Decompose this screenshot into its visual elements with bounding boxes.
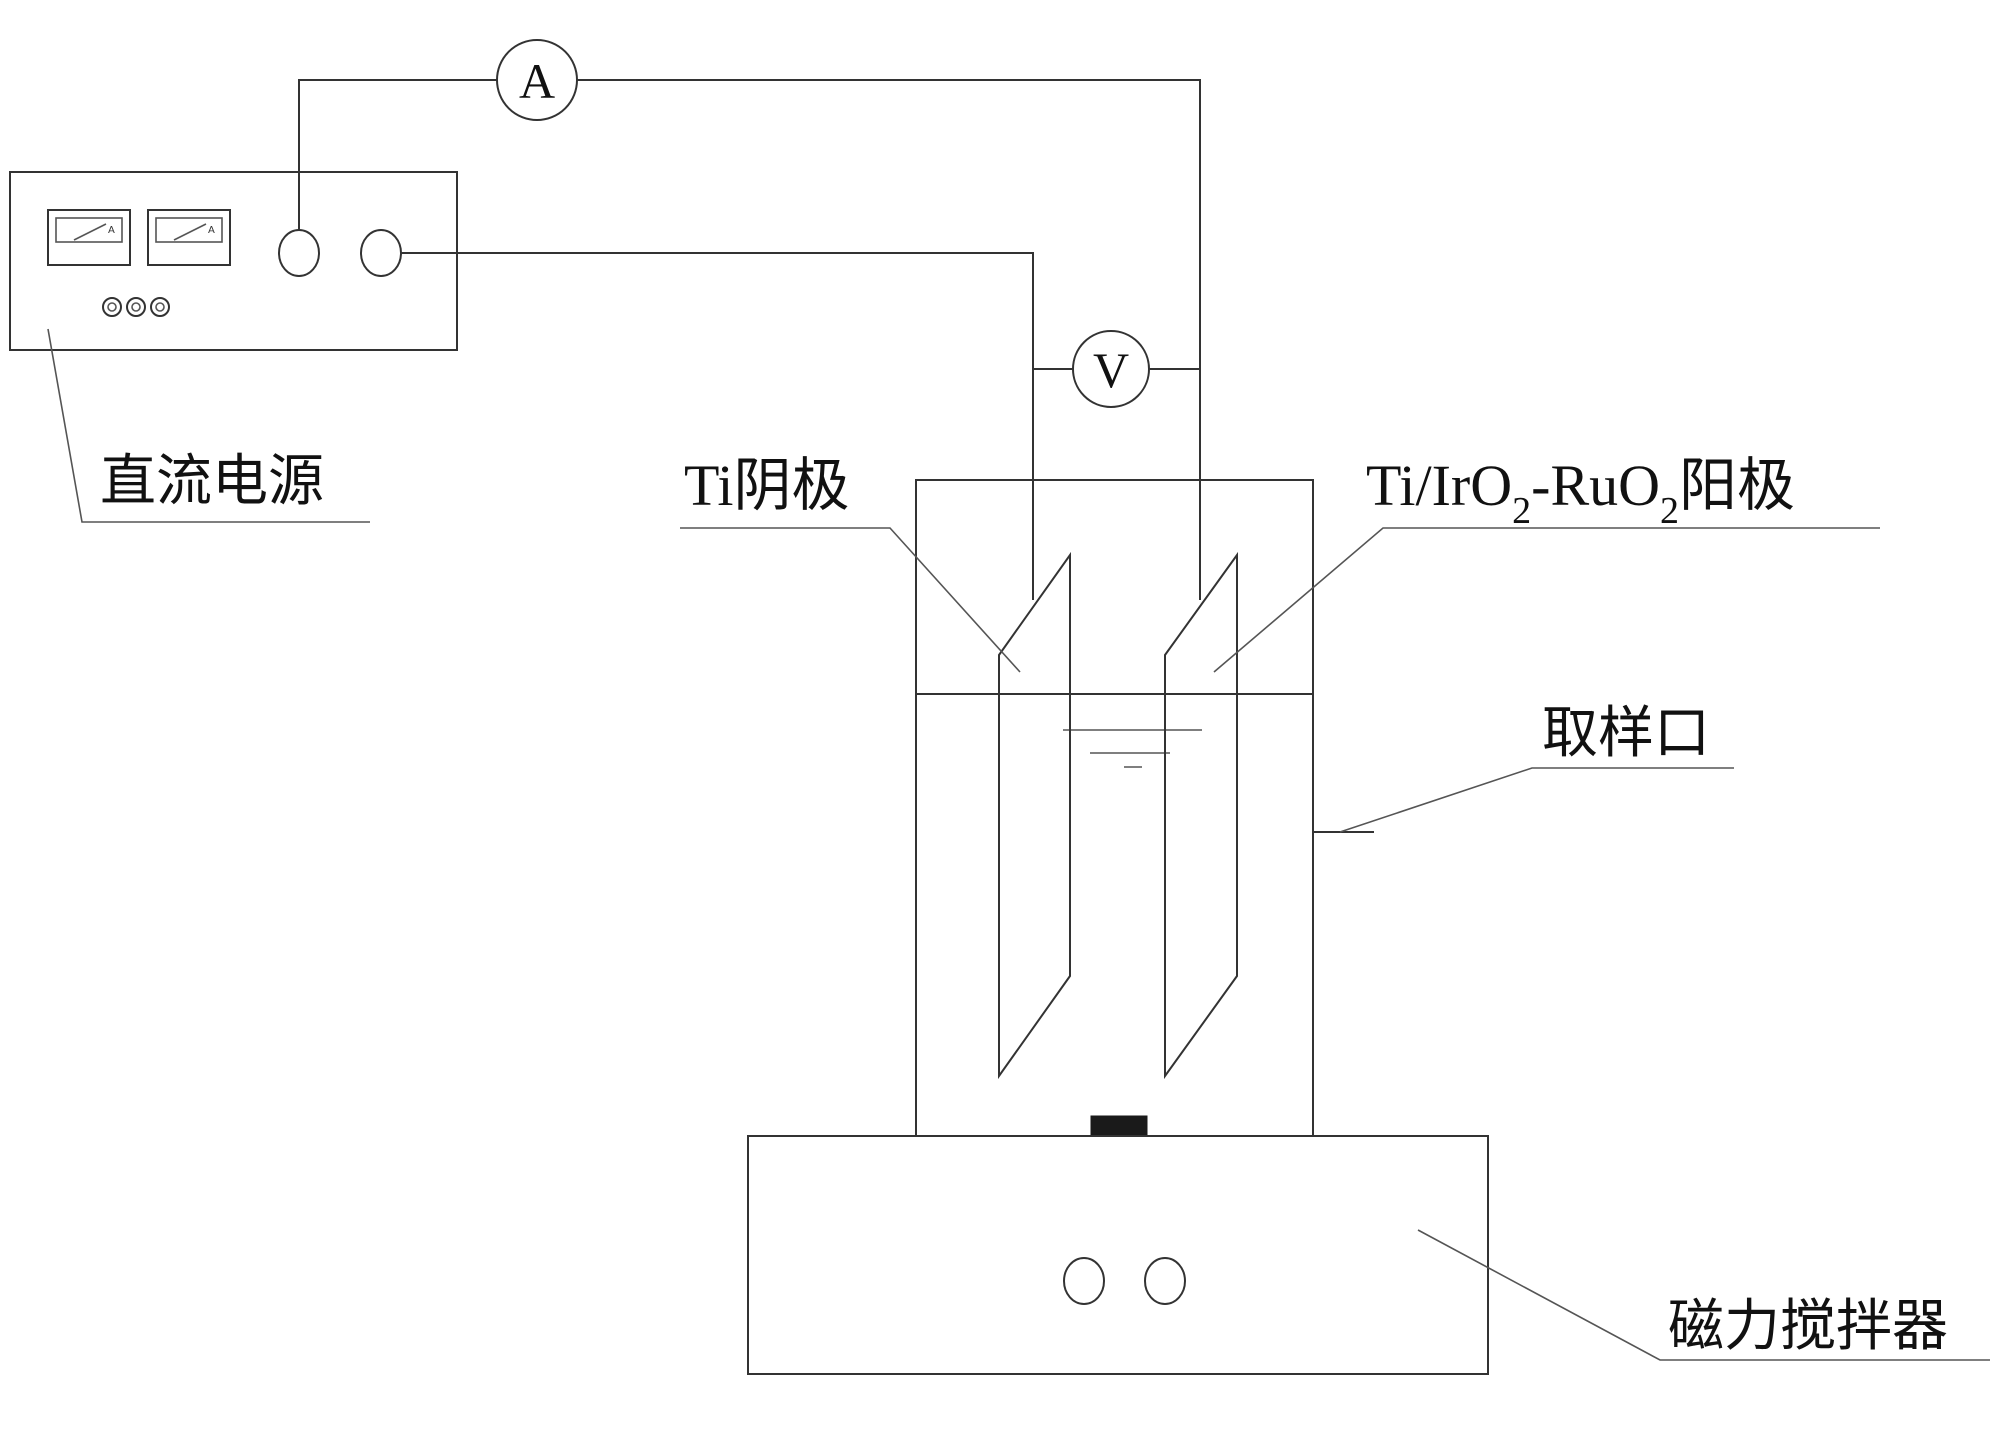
power-supply-body	[9, 171, 458, 351]
voltmeter-symbol: V	[1093, 342, 1129, 398]
leader-sampling-port	[1339, 767, 1734, 833]
wire-ammeter-to-anode	[577, 79, 1201, 600]
label-magnetic-stirrer: 磁力搅拌器	[1668, 1294, 1948, 1359]
leader-lines	[47, 328, 1990, 1361]
stirrer-base	[747, 1135, 1489, 1375]
leader-anode	[1213, 527, 1880, 673]
electrolytic-cell	[915, 479, 1374, 1137]
terminal-positive	[278, 229, 320, 277]
label-anode: Ti/IrO2-RuO2阳极	[1366, 453, 1795, 532]
terminal-negative	[360, 229, 402, 277]
ammeter: A	[496, 39, 578, 121]
liquid-surface-symbol	[1063, 729, 1202, 768]
stir-bar	[1090, 1115, 1148, 1137]
magnetic-stirrer	[747, 1115, 1489, 1375]
stirrer-knob	[1063, 1257, 1105, 1305]
leader-dc-power-supply	[47, 328, 370, 523]
wire-to-ammeter	[298, 79, 497, 230]
label-sampling-port: 取样口	[1542, 701, 1710, 766]
leader-ti-cathode	[680, 527, 1021, 673]
control-knobs	[102, 297, 170, 317]
beaker	[915, 479, 1314, 1137]
anode-plate	[1164, 551, 1238, 1080]
ammeter-symbol: A	[519, 53, 555, 109]
ti-cathode-plate	[998, 551, 1071, 1080]
label-ti-cathode: Ti阴极	[684, 453, 850, 518]
svg-text:A: A	[208, 225, 215, 236]
dc-power-supply: A A	[9, 171, 458, 351]
stirrer-knob	[1144, 1257, 1186, 1305]
wiring	[298, 79, 1201, 600]
voltmeter: V	[1072, 330, 1150, 408]
label-dc-power-supply: 直流电源	[100, 449, 324, 514]
analog-meter-icon: A	[147, 209, 231, 266]
analog-meter-icon: A	[47, 209, 131, 266]
wire-to-cathode	[401, 252, 1034, 600]
leader-magnetic-stirrer	[1417, 1229, 1990, 1361]
svg-text:A: A	[108, 225, 115, 236]
